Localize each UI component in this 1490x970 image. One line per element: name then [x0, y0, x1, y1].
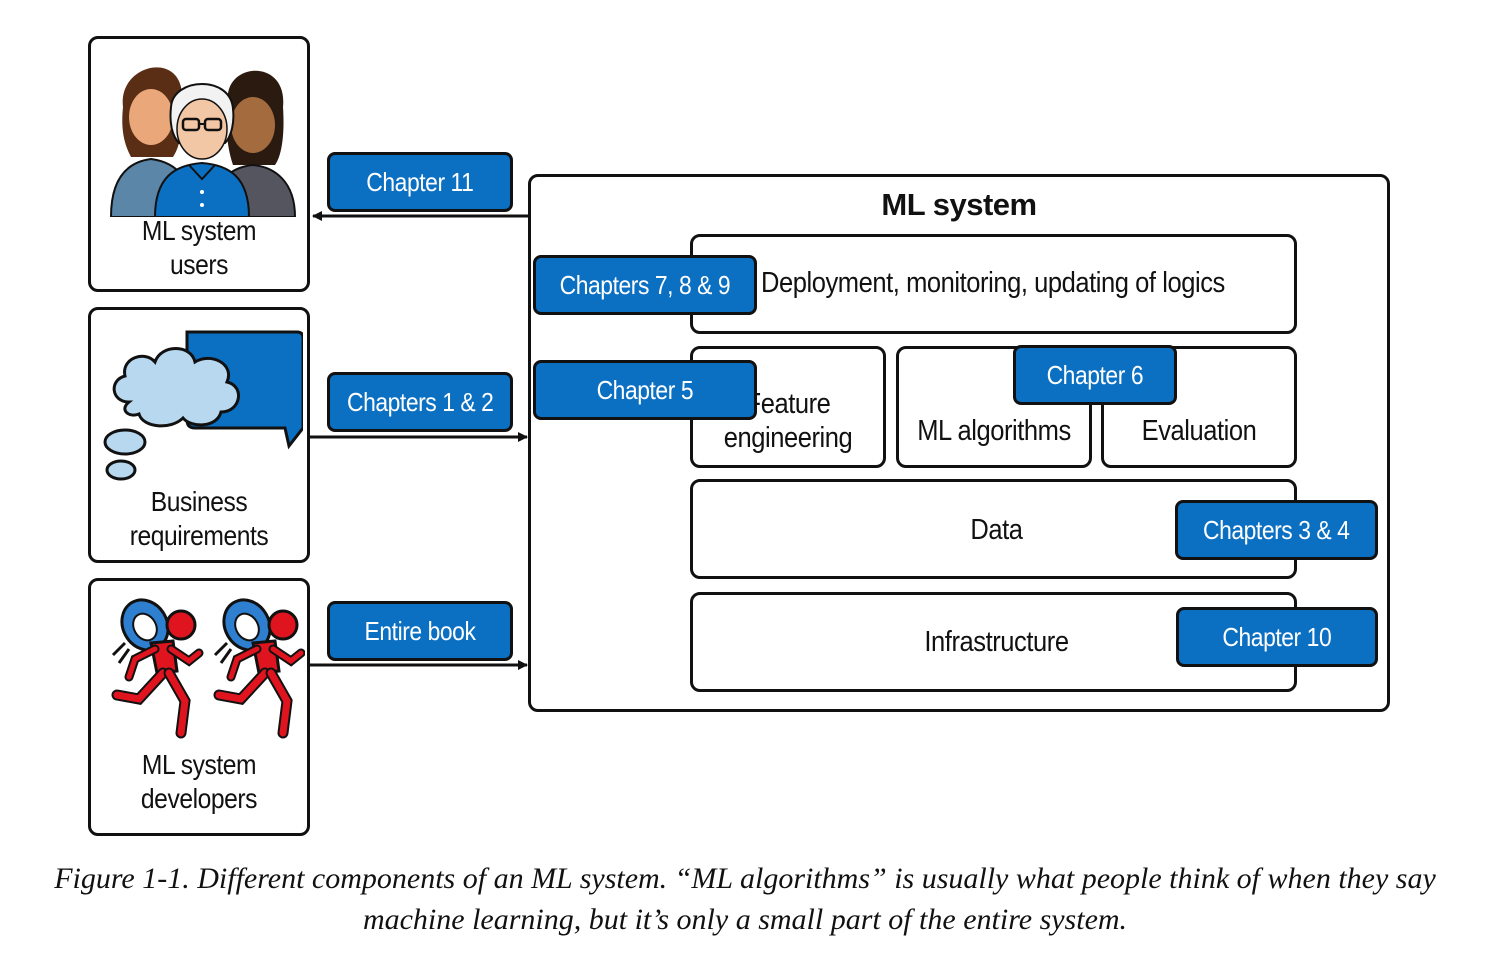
chapters-1-2-label: Chapters 1 & 2: [327, 372, 513, 432]
infrastructure-label: Infrastructure: [924, 626, 1069, 658]
running-developers-icon: [111, 595, 305, 739]
feature-engineering-label: Feature engineering: [723, 388, 853, 454]
chapter-5-label: Chapter 5: [533, 360, 757, 420]
business-requirements-box: Business requirements: [88, 307, 310, 563]
chapter-10-label: Chapter 10: [1176, 607, 1378, 667]
entire-book-label: Entire book: [327, 601, 513, 661]
ml-system-title: ML system: [881, 187, 1037, 222]
deployment-box: Deployment, monitoring, updating of logi…: [690, 234, 1297, 334]
chapter-11-label: Chapter 11: [327, 152, 513, 212]
chapter-6-label: Chapter 6: [1013, 345, 1177, 405]
data-label: Data: [970, 514, 1023, 546]
thought-and-speech-bubbles-icon: [103, 330, 303, 481]
ml-system-users-label: ML system users: [141, 215, 257, 280]
users-group-icon: [109, 67, 297, 217]
business-requirements-label: Business requirements: [129, 486, 269, 551]
chapters-7-8-9-label: Chapters 7, 8 & 9: [533, 255, 757, 315]
figure-caption: Figure 1-1. Different components of an M…: [54, 862, 1436, 936]
chapters-3-4-label: Chapters 3 & 4: [1175, 500, 1378, 560]
ml-system-developers-label: ML system developers: [140, 749, 258, 814]
deployment-label: Deployment, monitoring, updating of logi…: [761, 267, 1225, 299]
evaluation-label: Evaluation: [1141, 415, 1257, 447]
ml-system-users-box: ML system users: [88, 36, 310, 292]
ml-algorithms-label: ML algorithms: [917, 415, 1071, 447]
ml-system-developers-box: ML system developers: [88, 578, 310, 836]
